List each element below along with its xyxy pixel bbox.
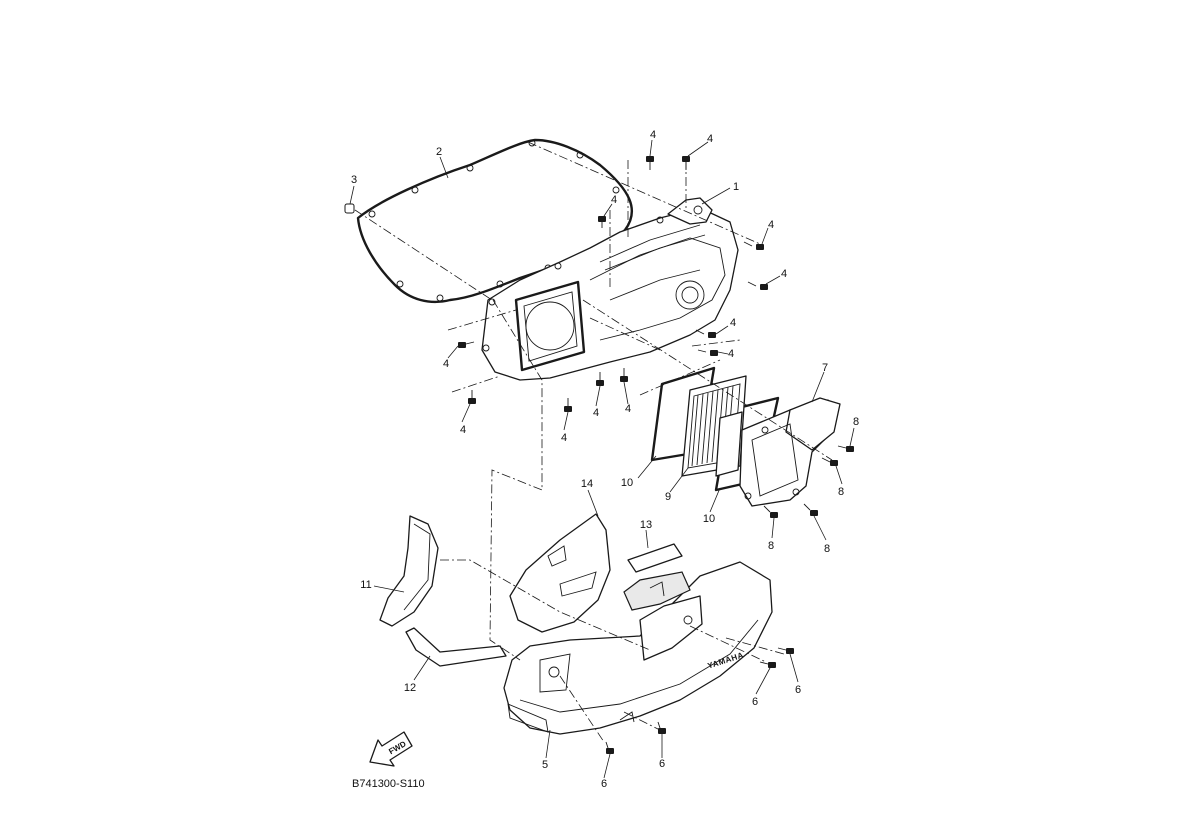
part-3-dowel-pin [344, 203, 355, 214]
callout-5: 5 [542, 759, 548, 771]
callout-13: 13 [640, 519, 652, 531]
callout-labels: 1 2 3 4 4 4 4 4 4 4 4 4 4 4 4 5 6 6 6 6 … [351, 129, 859, 790]
part-14-side-cover [509, 513, 611, 633]
callout-9: 9 [665, 491, 671, 503]
forward-direction-arrow: FWD [369, 731, 413, 767]
part-7-cover-duct [739, 397, 841, 507]
bolt-4-upper [598, 216, 606, 228]
bolt-8-a [837, 445, 854, 452]
callout-8: 8 [824, 543, 830, 555]
callout-10: 10 [621, 477, 633, 489]
callout-4: 4 [768, 219, 774, 231]
callout-3: 3 [351, 174, 357, 186]
bolt-4-right-a [743, 241, 764, 250]
callout-8: 8 [853, 416, 859, 428]
bolt-4-mid-a [695, 329, 716, 338]
callout-6: 6 [601, 778, 607, 790]
callout-4: 4 [728, 348, 734, 360]
callout-4: 4 [650, 129, 656, 141]
drawing-code: B741300-S110 [352, 778, 425, 790]
callout-6: 6 [795, 684, 801, 696]
bolt-6-d [657, 721, 666, 734]
callout-4: 4 [443, 358, 449, 370]
callout-4: 4 [611, 194, 617, 206]
callout-7: 7 [822, 362, 828, 374]
bolt-4-mid-b [697, 349, 718, 356]
part-9-filter-element [681, 375, 747, 477]
callout-1: 1 [733, 181, 739, 193]
callout-10: 10 [703, 513, 715, 525]
part-11-side-panel [379, 515, 439, 627]
callout-6: 6 [659, 758, 665, 770]
bolts [458, 156, 854, 754]
part-12-trim-strip [405, 627, 507, 667]
callout-11: 11 [360, 579, 371, 591]
callout-6: 6 [752, 696, 758, 708]
callout-8: 8 [838, 486, 844, 498]
bolt-8-d [803, 503, 818, 516]
bolt-4-left-a [458, 341, 475, 348]
bolt-8-c [763, 505, 778, 518]
callout-12: 12 [404, 682, 416, 694]
part-5-crankcase-cover: YAMAHA [503, 561, 773, 735]
callout-4: 4 [730, 317, 736, 329]
callout-4: 4 [460, 424, 466, 436]
callout-8: 8 [768, 540, 774, 552]
part-1-air-filter-case [481, 197, 739, 381]
bolt-6-c [605, 741, 614, 754]
callout-2: 2 [436, 146, 442, 158]
bolt-4-low-a [596, 372, 604, 386]
callout-14: 14 [581, 478, 593, 490]
callout-4: 4 [593, 407, 599, 419]
bolt-4-low-c [564, 398, 572, 412]
callout-4: 4 [781, 268, 787, 280]
callout-4: 4 [707, 133, 713, 145]
bolt-4-low-b [620, 368, 628, 382]
callout-4: 4 [561, 432, 567, 444]
bolt-8-b [821, 457, 838, 466]
bolt-4-top-b [682, 156, 690, 170]
callout-4: 4 [625, 403, 631, 415]
bolt-4-left-b [468, 390, 476, 404]
part-13-pad [627, 543, 683, 573]
bolt-6-a [759, 661, 776, 668]
assembly-alignment-lines [354, 141, 833, 743]
bolt-4-top-a [646, 156, 654, 170]
leader-lines [349, 139, 855, 779]
bolt-6-b [777, 647, 794, 654]
bolt-4-right-b [747, 281, 768, 290]
